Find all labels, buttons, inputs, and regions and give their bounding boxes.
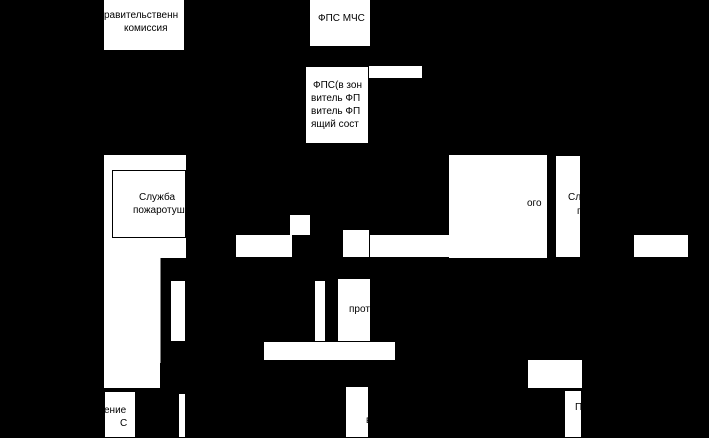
right-service-label-1: Сл [568,192,582,203]
bottom-right-box [564,390,582,438]
gov-commission-label-2: комиссия [124,23,168,34]
fps-zone-box [305,66,369,144]
bottom-left-box [104,391,136,438]
fps-zone-label-4: ящий сост [311,119,359,130]
gov-commission-box [104,0,184,50]
fire-service-box [112,170,186,238]
lower-left-column [104,258,160,388]
right-bar [634,235,688,257]
center-lower-left-box [314,280,326,342]
center-bar [370,235,450,257]
lower-left-box [170,280,186,342]
center-right-column [343,230,369,257]
center-lower-box [337,278,371,342]
bottom-right-column [528,360,582,388]
fire-service-label-1: Служба [139,192,176,203]
center-lower-label: прот [349,304,370,315]
fire-service-label-2: пожаротуше [133,205,191,216]
line-zone-right [344,142,352,231]
bottom-left-label-1: ение [104,405,127,416]
right-service-box [555,155,581,258]
fps-zone-label-1: ФПС(в зон [313,80,362,91]
bottom-left-small [178,393,186,438]
center-left-column [290,215,310,235]
fps-mchs-label: ФПС МЧС [318,13,365,24]
fps-mchs-box [310,0,370,46]
gov-commission-label-1: равительственн [104,10,179,21]
fps-zone-label-3: витель ФП [311,106,361,117]
bottom-center-label: в [366,415,372,426]
right-mid-label-box [500,175,546,235]
bottom-center-box [345,386,369,438]
bottom-right-label: П [575,402,583,413]
left-bar [236,235,292,257]
arrow-zone-to-center [335,142,370,279]
center-lower-band [264,342,395,360]
right-mid-label: ого [527,198,542,209]
fps-zone-label-2: витель ФП [311,93,361,104]
bottom-left-label-2: С [120,418,128,429]
right-service-label-2: п [577,206,583,217]
line-zone-left [317,142,331,215]
